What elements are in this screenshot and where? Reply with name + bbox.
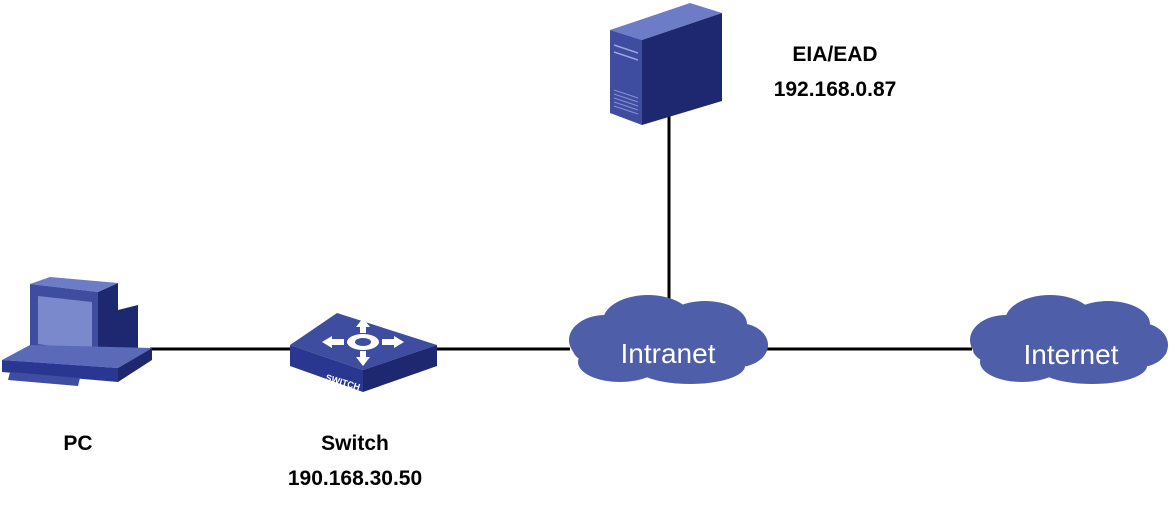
- server-ip-label: 192.168.0.87: [773, 78, 897, 101]
- links: [150, 115, 972, 351]
- server-icon: [610, 3, 722, 125]
- pc-name-label: PC: [63, 432, 93, 455]
- intranet-label: Intranet: [621, 338, 716, 369]
- switch-icon: SWITCH: [290, 313, 437, 392]
- switch-ip-label: 190.168.30.50: [287, 467, 423, 490]
- server-name-label: EIA/EAD: [792, 43, 878, 66]
- switch-name-label: Switch: [321, 432, 389, 455]
- internet-label: Internet: [1024, 339, 1119, 370]
- pc-icon: [2, 277, 152, 386]
- cloud-icon: [970, 295, 1168, 384]
- intranet-cloud: Intranet: [569, 295, 768, 384]
- cloud-icon: [569, 295, 768, 384]
- internet-cloud: Internet: [970, 295, 1168, 384]
